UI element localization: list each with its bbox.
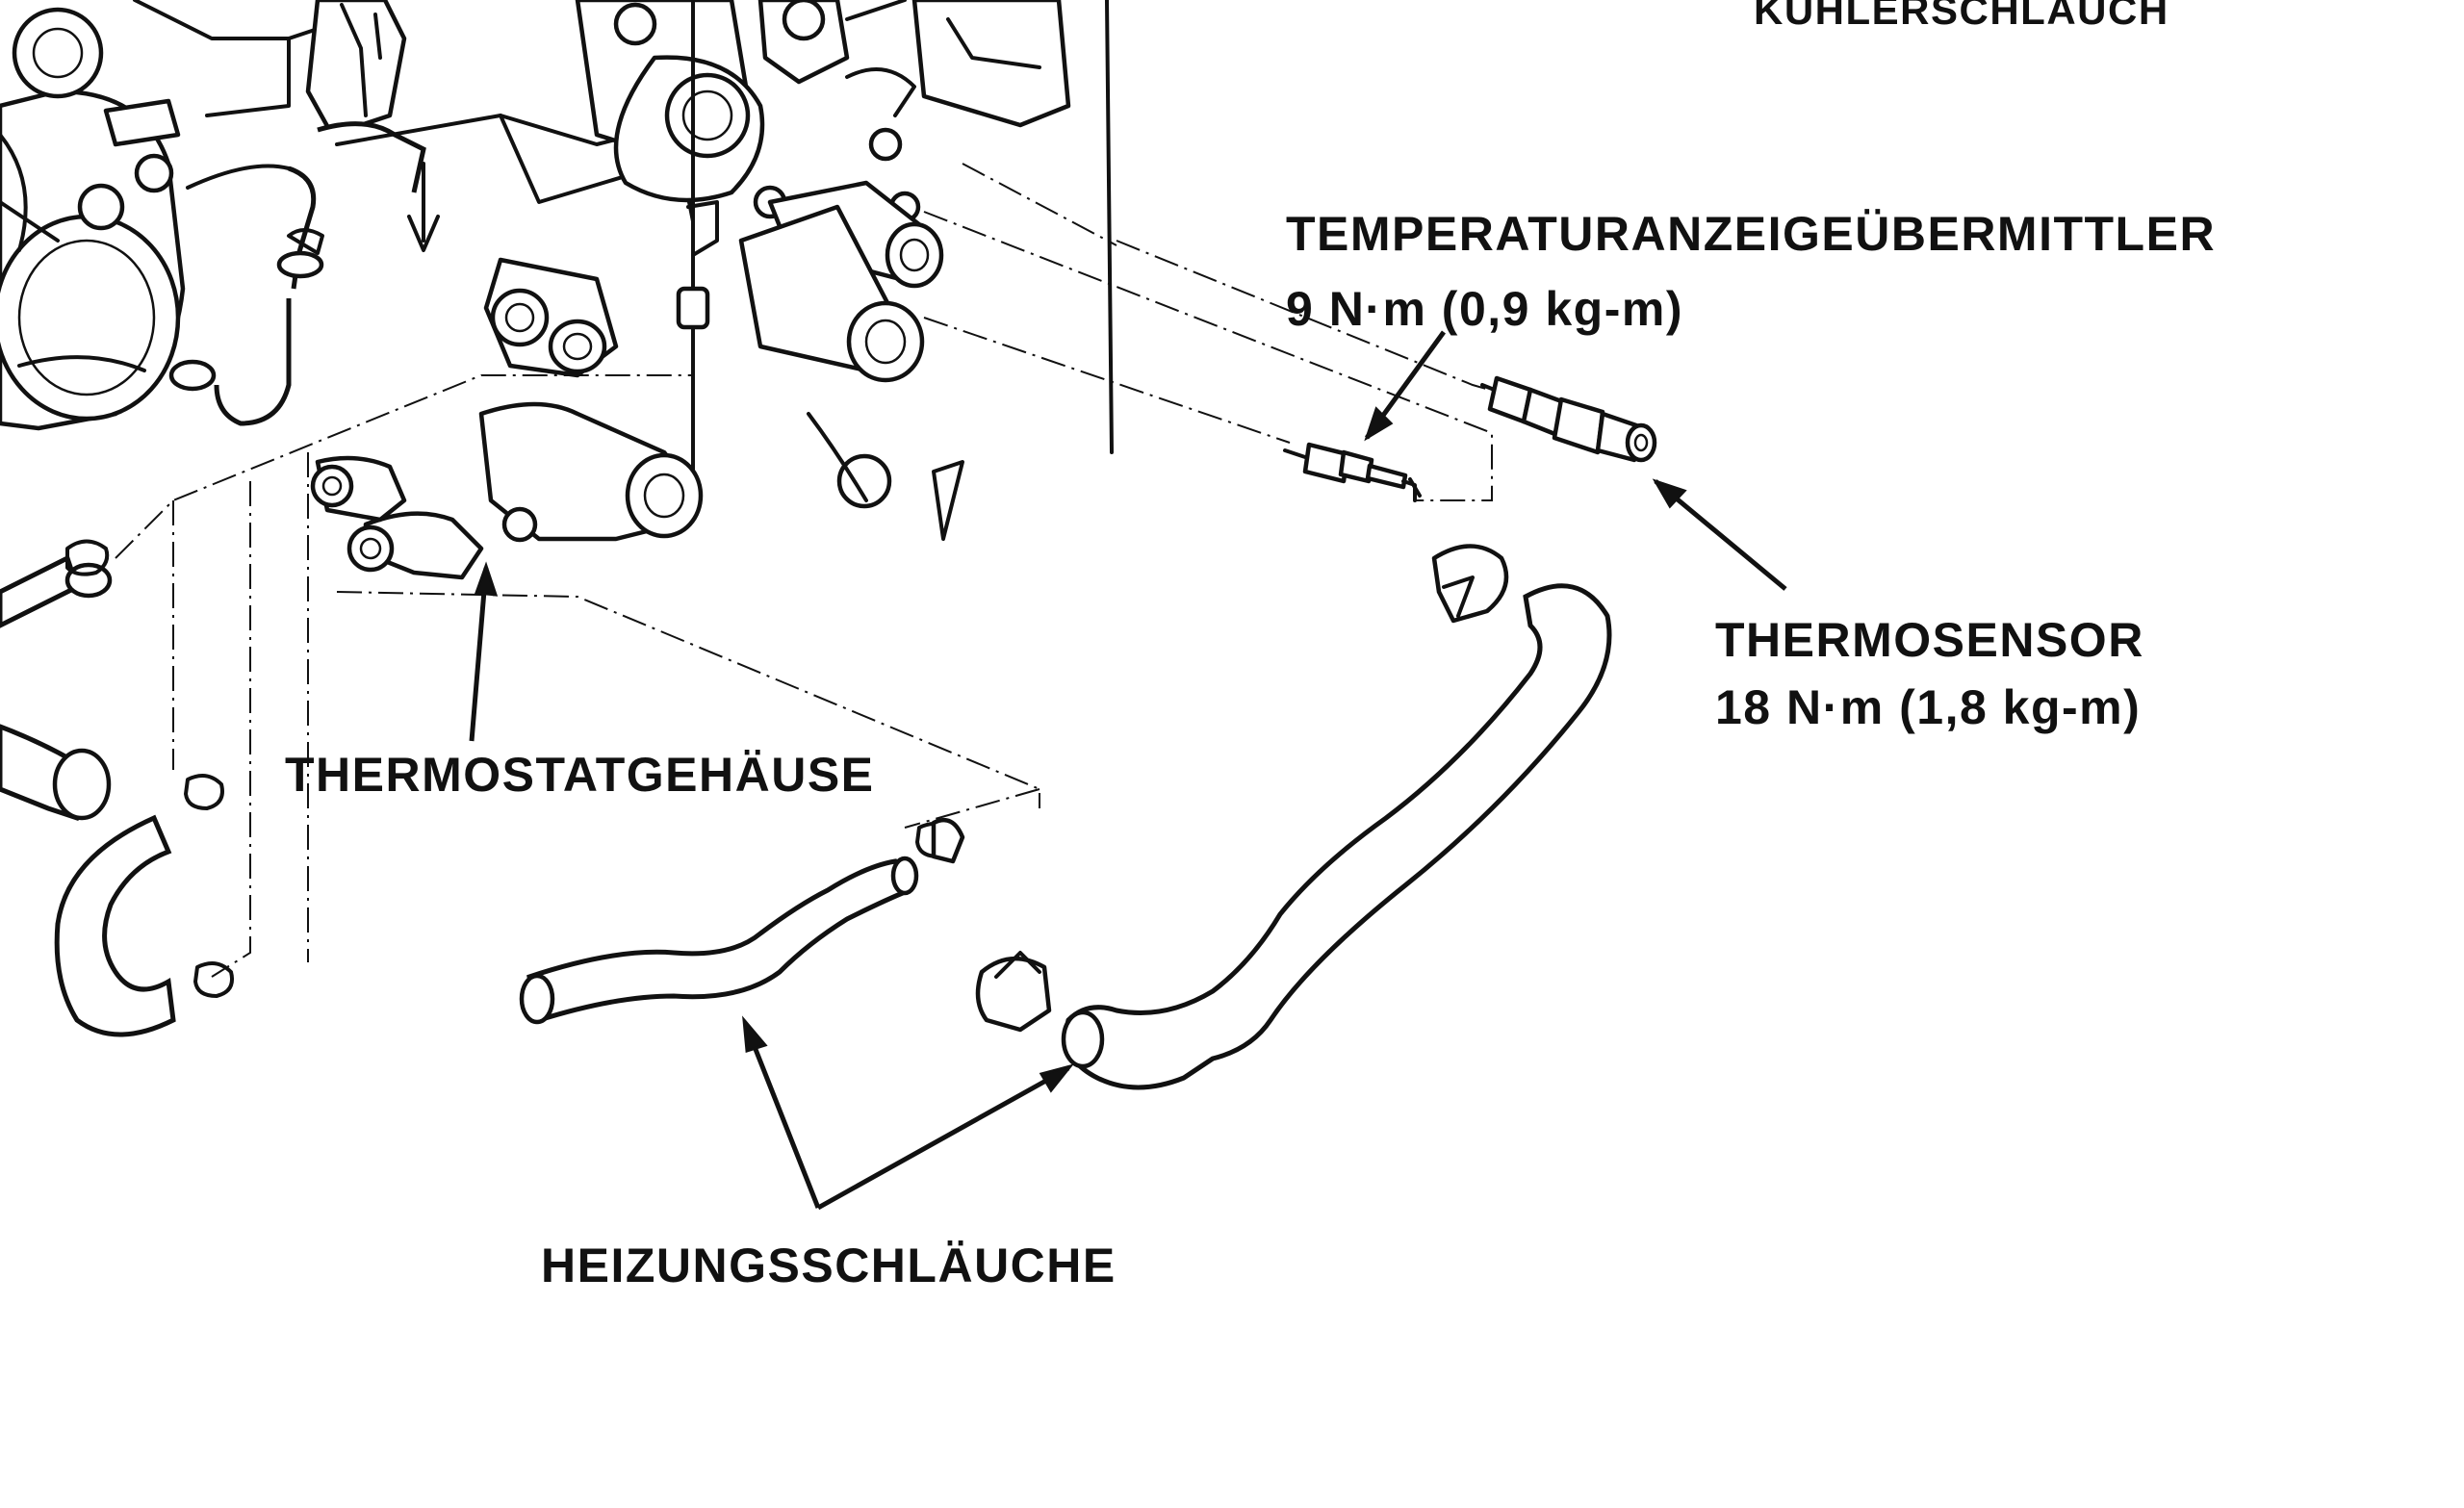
callout-leaders (469, 330, 1787, 1211)
heater-hose-right (975, 544, 1612, 1090)
label-thermostat-housing: THERMOSTATGEHÄUSE (285, 748, 875, 802)
label-kuehlerschlauch: KÜHLERSCHLAUCH (1754, 0, 2169, 33)
heater-hose-middle (519, 817, 965, 1025)
label-temperature-sender-torque: 9 N·m (0,9 kg-m) (1286, 282, 1683, 336)
alignment-lines (115, 163, 1541, 978)
label-thermosensor-torque: 18 N·m (1,8 kg-m) (1715, 680, 2141, 734)
label-heater-hoses: HEIZUNGSSCHLÄUCHE (541, 1239, 1116, 1292)
label-thermosensor: THERMOSENSOR (1715, 613, 2144, 667)
engine-block-drawing (0, 0, 1114, 1037)
temperature-gauge-sender-part (1283, 442, 1422, 502)
label-temperature-sender: TEMPERATURANZEIGEÜBERMITTLER (1286, 207, 2216, 261)
thermosensor-part (1480, 375, 1657, 463)
